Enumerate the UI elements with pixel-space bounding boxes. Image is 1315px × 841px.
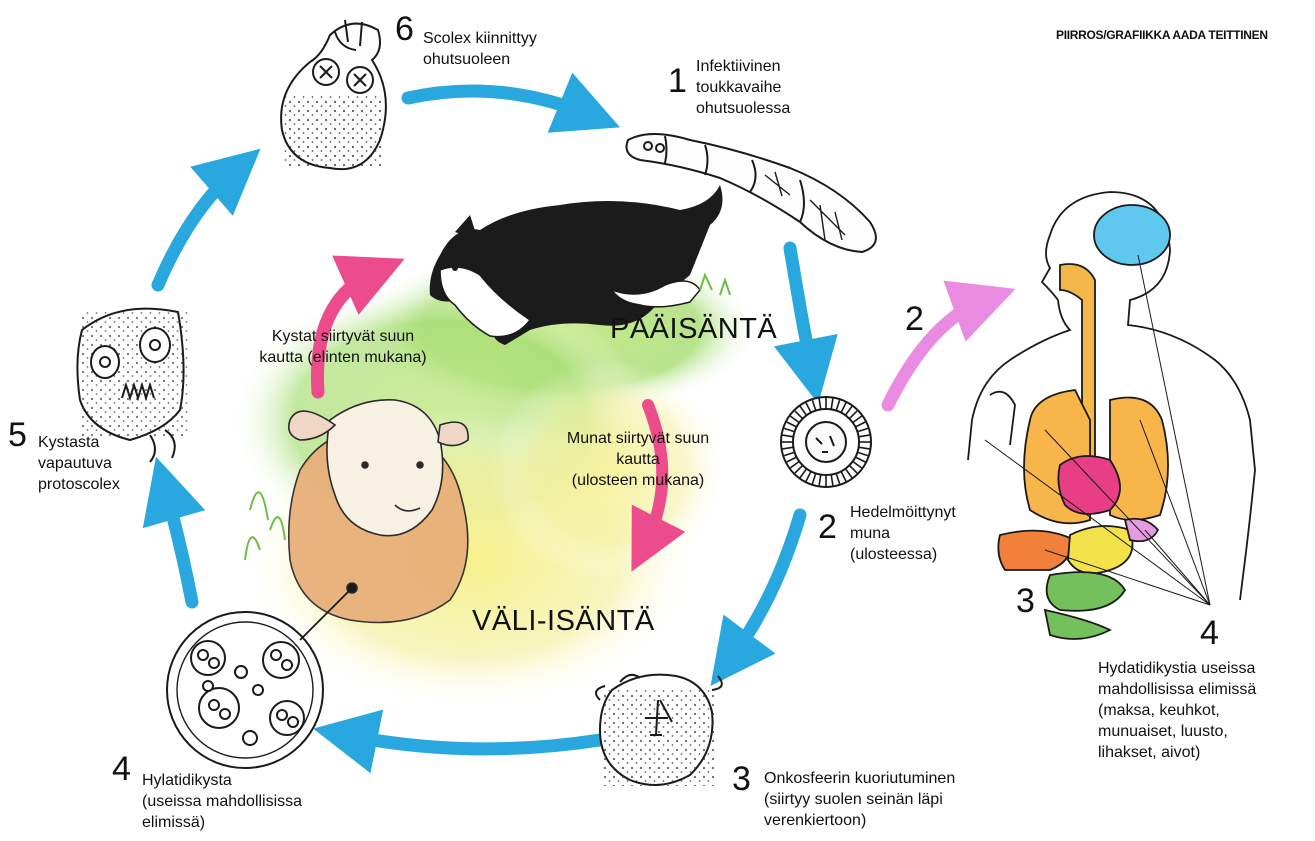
egg-transmission-line: kautta [540, 449, 736, 470]
brain [1094, 205, 1170, 265]
stage-1-line: Infektiivinen [696, 56, 790, 77]
stage-5-line: vapautuva [38, 453, 120, 474]
intermediate-host-label: VÄLI-ISÄNTÄ [472, 606, 655, 636]
egg-icon [781, 397, 871, 487]
human-cyst-line: lihakset, aivot) [1098, 742, 1256, 763]
stage-4-line: Hylatidikysta [142, 770, 302, 791]
human-cyst-number: 4 [1200, 616, 1219, 650]
arrow-3-to-4 [345, 735, 600, 749]
arrow-2-to-3 [730, 515, 800, 660]
arrow-4-to-5 [165, 488, 192, 602]
egg-transmission-line: (ulosteen mukana) [540, 470, 736, 491]
definitive-host-label: PÄÄISÄNTÄ [610, 314, 777, 344]
egg-transmission-line: Munat siirtyvät suun [540, 428, 736, 449]
stage-1-number: 1 [668, 64, 687, 98]
stage-4-line: elimissä) [142, 812, 302, 833]
stage-2-line: (ulosteessa) [850, 544, 956, 565]
stage-3-line: (siirtyy suolen seinän läpi [764, 789, 955, 810]
cyst-transmission-line: kautta (elinten mukana) [232, 347, 454, 368]
stage-5-line: protoscolex [38, 474, 120, 495]
stage-4-line: (useissa mahdollisissa [142, 791, 302, 812]
stage-3-number: 3 [732, 762, 751, 796]
human-cyst-line: (maksa, keuhkot, [1098, 700, 1256, 721]
arrow-egg-to-human [888, 300, 985, 405]
stage-5-label: Kystasta vapautuva protoscolex [38, 432, 120, 495]
stage-2-line: Hedelmöittynyt [850, 502, 956, 523]
human-cyst-line: Hydatidikystia useissa [1098, 658, 1256, 679]
human-egg-number: 2 [905, 302, 924, 336]
stage-5-line: Kystasta [38, 432, 120, 453]
stage-6-line: ohutsuoleen [423, 49, 537, 70]
stage-4-number: 4 [112, 752, 131, 786]
human-hatch-number: 3 [1016, 584, 1035, 618]
egg-transmission-label: Munat siirtyvät suun kautta (ulosteen mu… [540, 428, 736, 491]
sheep-icon [289, 400, 468, 640]
stage-1-label: Infektiivinen toukkavaihe ohutsuolessa [696, 56, 790, 119]
stage-2-line: muna [850, 523, 956, 544]
human-cyst-line: mahdollisissa elimissä [1098, 679, 1256, 700]
stage-2-number: 2 [818, 510, 837, 544]
scolex-icon [281, 20, 386, 169]
stage-4-label: Hylatidikysta (useissa mahdollisissa eli… [142, 770, 302, 833]
stage-1-line: ohutsuolessa [696, 98, 790, 119]
oncosphere-icon [596, 675, 722, 786]
human-cyst-label: Hydatidikystia useissa mahdollisissa eli… [1098, 658, 1256, 763]
cyst-transmission-line: Kystat siirtyvät suun [232, 326, 454, 347]
stage-2-label: Hedelmöittynyt muna (ulosteessa) [850, 502, 956, 565]
arrow-6-to-1 [408, 91, 590, 115]
arrow-1-to-2 [790, 248, 812, 372]
stage-5-number: 5 [8, 418, 27, 452]
stage-6-label: Scolex kiinnittyy ohutsuoleen [423, 28, 537, 70]
cyst-transmission-label: Kystat siirtyvät suun kautta (elinten mu… [232, 326, 454, 368]
stage-1-line: toukkavaihe [696, 77, 790, 98]
stage-3-label: Onkosfeerin kuoriutuminen (siirtyy suole… [764, 768, 955, 831]
human-body-icon [968, 192, 1255, 639]
illustration-credit: PIIRROS/GRAFIIKKA AADA TEITTINEN [1056, 28, 1268, 42]
stage-3-line: Onkosfeerin kuoriutuminen [764, 768, 955, 789]
stage-6-number: 6 [395, 12, 414, 46]
stage-3-line: verenkiertoon) [764, 810, 955, 831]
stage-6-line: Scolex kiinnittyy [423, 28, 537, 49]
arrow-5-to-6 [158, 170, 236, 285]
hydatid-cyst-icon [167, 612, 323, 768]
human-cyst-line: munuaiset, luusto, [1098, 721, 1256, 742]
